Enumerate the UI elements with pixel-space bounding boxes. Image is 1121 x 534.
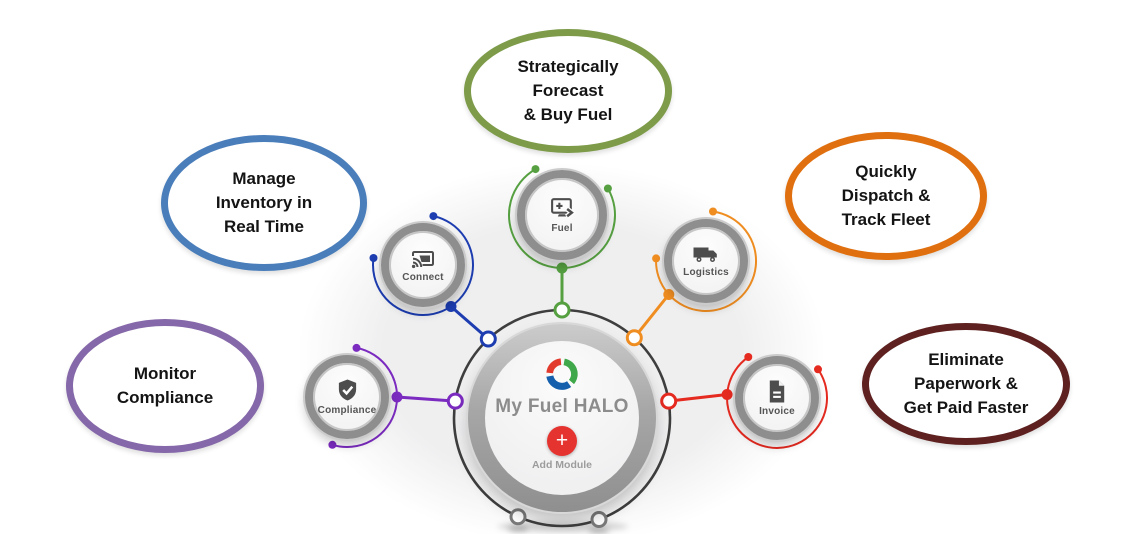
bubble-line: Compliance [116,388,214,407]
compliance-orbit-arc [332,346,399,448]
benefit-bubble-text: Manage Inventory in Real Time [216,167,312,239]
invoice-connector-group [660,353,828,449]
module-label: Invoice [759,406,795,417]
compliance-connector-group [328,343,464,449]
logistics-line-dot [663,289,675,300]
benefit-bubble-text: Strategically Forecast & Buy Fuel [517,55,618,127]
fuel-arc-dot [603,184,612,193]
bubble-line: Dispatch & [841,185,931,205]
benefit-bubble-text: Quickly Dispatch & Track Fleet [842,160,931,232]
module-invoice[interactable]: Invoice [735,356,819,440]
module-compliance[interactable]: Compliance [305,355,389,439]
connect-line-dot [445,301,457,312]
bubble-line: Eliminate [928,349,1004,369]
logistics-connector-group [625,207,757,347]
logistics-hub-node [625,329,643,347]
benefit-bubble-text: Monitor Compliance [117,362,213,410]
bubble-line: & Buy Fuel [523,105,613,125]
empty-slot-node [509,508,527,526]
bubble-line: Strategically [517,56,619,76]
add-module-button[interactable]: + [547,426,577,456]
hub-circle: My Fuel HALO + Add Module [468,324,656,512]
plus-icon: + [555,428,569,452]
logistics-connector-line [633,293,670,339]
node-shadow-right [589,528,609,534]
compliance-connector-line [396,395,456,403]
bubble-line: Monitor [133,363,197,383]
bubble-line: Quickly [855,161,917,181]
compliance-arc-dot [352,343,361,352]
benefit-bubble-paperwork: Eliminate Paperwork & Get Paid Faster [862,323,1070,445]
connect-hub-node [479,330,497,348]
bubble-line: Paperwork & [914,373,1018,393]
bubble-line: Get Paid Faster [903,398,1029,418]
fuel-hub-node [553,301,571,319]
truck-icon [693,247,717,262]
invoice-arc-dot [744,353,753,361]
bubble-line: Real Time [223,217,304,237]
benefit-bubble-inventory: Manage Inventory in Real Time [161,135,367,271]
fuel-line-dot [556,262,568,274]
logistics-arc-dot [709,207,717,216]
module-connect[interactable]: Connect [381,223,465,307]
compliance-line-dot [391,391,403,403]
cast-icon [411,250,434,268]
module-label: Fuel [551,223,573,234]
module-label: Logistics [683,267,729,278]
fuel-connector-group [508,165,616,319]
module-logistics[interactable]: Logistics [664,219,748,303]
hub-face: My Fuel HALO + Add Module [485,341,639,495]
bubble-line: Manage [232,168,296,188]
bubble-line: Inventory in [215,192,313,212]
logistics-arc-dot [652,254,661,263]
add-module-label: Add Module [531,459,593,471]
module-fuel[interactable]: Fuel [517,170,607,260]
invoice-hub-node [660,392,678,410]
bubble-line: Forecast [532,80,604,100]
benefit-bubble-text: Eliminate Paperwork & Get Paid Faster [904,348,1029,420]
benefit-bubble-dispatch: Quickly Dispatch & Track Fleet [785,132,987,260]
module-label: Compliance [317,405,377,416]
hub-title: My Fuel HALO [495,396,629,417]
connect-connector-group [369,212,497,348]
invoice-arc-dot [814,365,822,374]
document-icon [769,380,785,403]
invoice-orbit-arc [726,356,828,449]
bubble-line: Track Fleet [841,210,931,230]
screen-plus-icon [550,198,576,219]
invoice-connector-line [668,393,728,403]
compliance-arc-dot [328,440,337,449]
connect-arc-dot [369,254,378,262]
connect-arc-dot [429,212,438,221]
fuel-halo-logo-icon [546,358,578,390]
empty-slot-node [590,511,608,528]
benefit-bubble-forecast: Strategically Forecast & Buy Fuel [464,29,672,153]
benefit-bubble-compliance: Monitor Compliance [66,319,264,453]
fuel-arc-dot [531,165,540,174]
node-shadow-left [508,526,528,532]
module-label: Connect [402,271,444,283]
fuel-orbit-arc [508,168,616,269]
invoice-line-dot [721,389,733,400]
compliance-hub-node [446,392,464,410]
shield-check-icon [338,379,356,401]
